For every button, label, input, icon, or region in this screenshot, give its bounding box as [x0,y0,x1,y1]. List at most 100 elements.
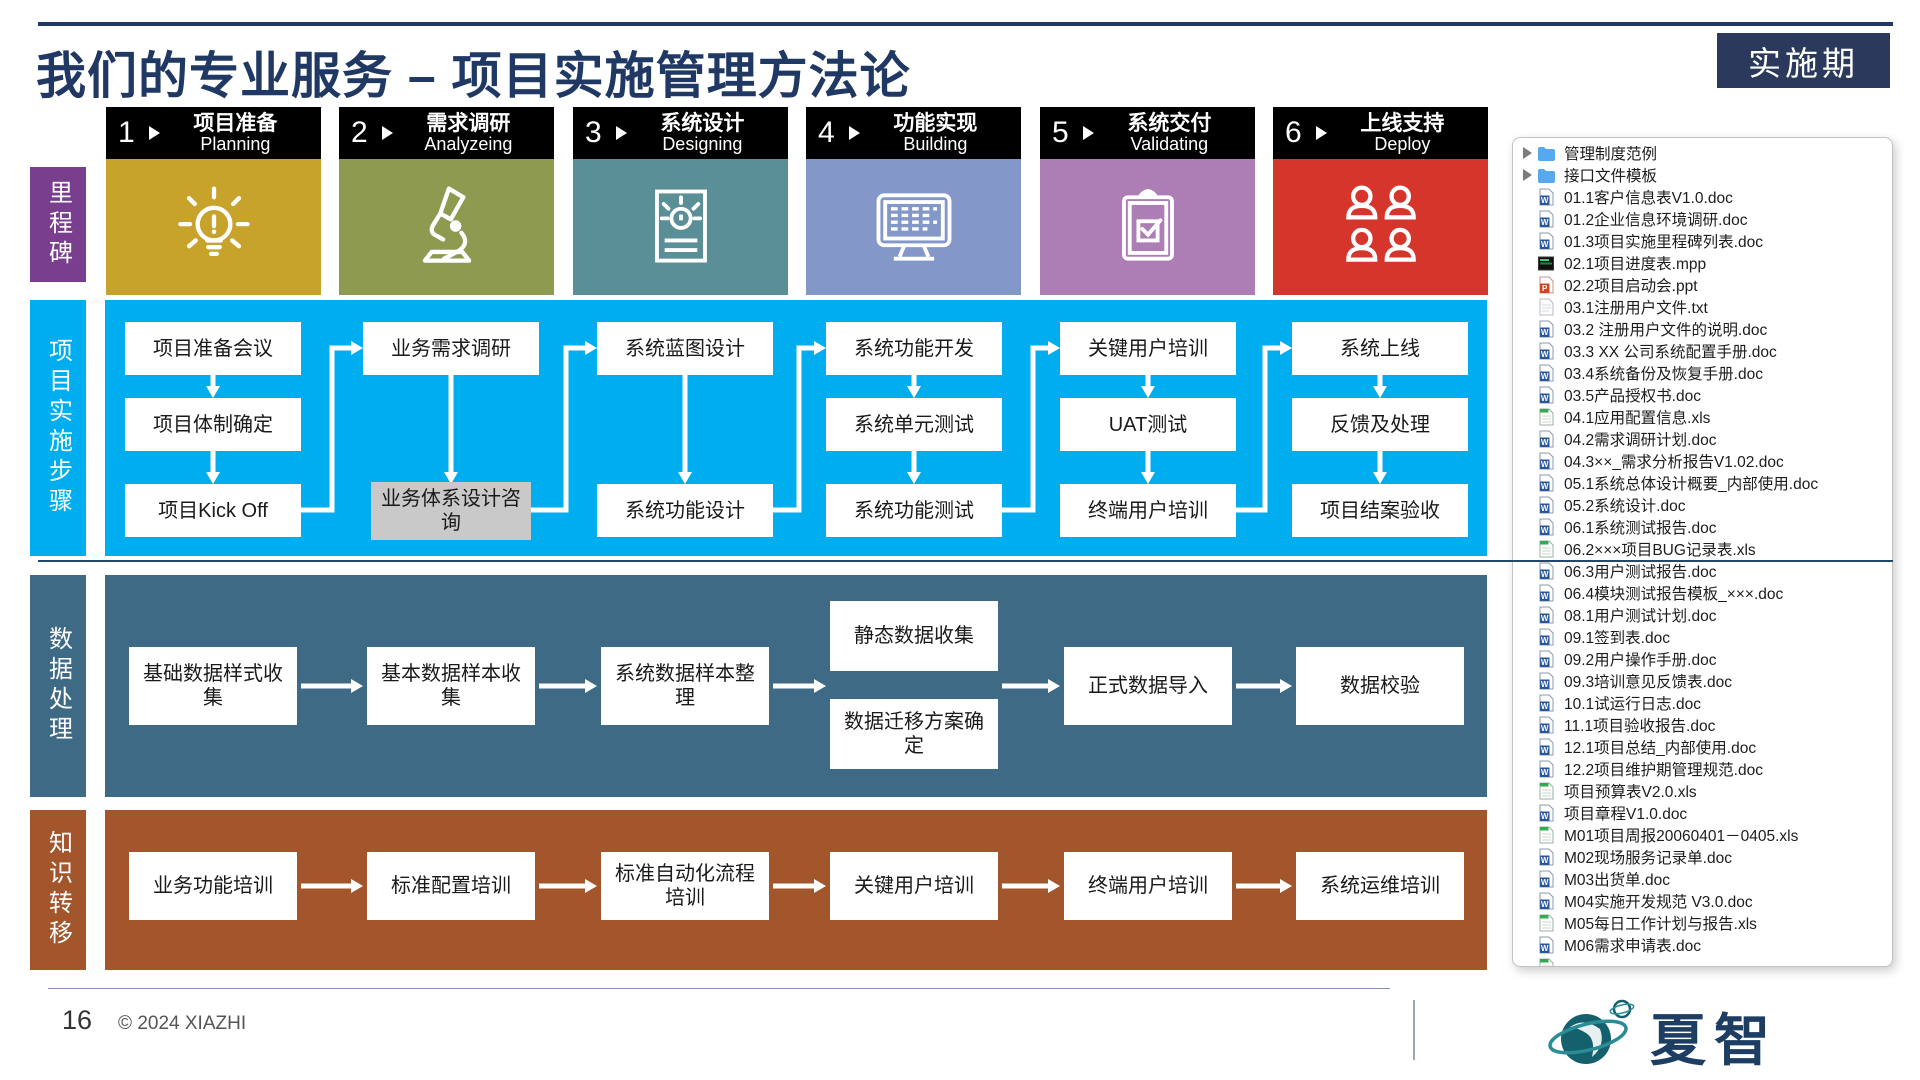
file-name: 09.2用户操作手册.doc [1564,652,1717,669]
play-triangle-icon [848,126,860,140]
flow-box: 系统蓝图设计 [597,322,773,375]
svg-text:W: W [1540,328,1548,337]
svg-text:W: W [1540,944,1548,953]
file-name: M02现场服务记录单.doc [1564,850,1732,867]
file-name: 05.1系统总体设计概要_内部使用.doc [1564,476,1819,493]
file-tree-item[interactable]: M05每日工作计划与报告.xls [1513,912,1892,934]
disclosure-triangle-icon[interactable] [1523,169,1537,181]
page-title: 我们的专业服务 – 项目实施管理方法论 [36,48,911,104]
doc-file-icon: W [1537,452,1555,470]
flow-box: 标准配置培训 [367,852,535,920]
flow-box: 项目准备会议 [125,322,301,375]
file-tree-item[interactable]: 06.2×××项目BUG记录表.xls [1513,538,1892,560]
phase-column: 1 项目准备 Planning [106,107,321,295]
flow-box: 系统运维培训 [1296,852,1464,920]
file-tree-item[interactable]: W 09.2用户操作手册.doc [1513,648,1892,670]
flow-box: 静态数据收集 [830,601,998,671]
file-name: 05.2系统设计.doc [1564,498,1686,515]
play-triangle-icon [615,126,627,140]
txt-file-icon [1537,298,1555,316]
file-tree-item[interactable]: 02.1项目进度表.mpp [1513,252,1892,274]
flow-box: 项目Kick Off [125,484,301,537]
file-name: 09.1签到表.doc [1564,630,1670,647]
file-name: M03出货单.doc [1564,872,1670,889]
flow-box: 关键用户培训 [1060,322,1236,375]
phase-column: 6 上线支持 Deploy [1273,107,1488,295]
logo-text: 夏智 [1650,1009,1778,1072]
svg-text:W: W [1540,658,1548,667]
doc-file-icon: W [1537,760,1555,778]
disclosure-triangle-icon[interactable] [1523,147,1537,159]
svg-text:W: W [1540,724,1548,733]
svg-text:W: W [1540,592,1548,601]
file-tree-item[interactable]: 04.1应用配置信息.xls [1513,406,1892,428]
flow-box: 业务需求调研 [363,322,539,375]
file-tree-item[interactable]: M01项目周报20060401－0405.xls [1513,824,1892,846]
file-tree-item[interactable]: W M03出货单.doc [1513,868,1892,890]
svg-text:W: W [1540,900,1548,909]
file-name: 06.3用户测试报告.doc [1564,564,1717,581]
file-name: 管理制度范例 [1564,146,1658,163]
doc-file-icon: W [1537,364,1555,382]
folder-file-icon [1537,146,1555,161]
svg-text:W: W [1540,218,1548,227]
svg-text:W: W [1540,702,1548,711]
doc-file-icon: W [1537,210,1555,228]
monitor-code-icon [876,193,951,261]
file-tree-item[interactable]: 03.1注册用户文件.txt [1513,296,1892,318]
phase-number: 3 [585,116,602,149]
flow-box: 项目体制确定 [125,398,301,451]
top-rule [38,22,1893,26]
phase-column: 2 需求调研 Analyzeing [339,107,554,295]
copyright: © 2024 XIAZHI [118,1013,247,1034]
flow-box: 系统单元测试 [826,398,1002,451]
file-tree-folder[interactable]: 接口文件模板 [1513,164,1892,186]
microscope-icon [422,186,471,263]
file-tree-item[interactable]: 项目预算表V2.0.xls [1513,780,1892,802]
file-tree-item[interactable]: W M02现场服务记录单.doc [1513,846,1892,868]
phase-number: 5 [1052,116,1069,149]
phase-icon-tile [1040,159,1255,295]
flow-box: 正式数据导入 [1064,647,1232,725]
xls-file-icon [1537,782,1555,800]
file-tree-folder[interactable]: 管理制度范例 [1513,142,1892,164]
flow-box: 标准自动化流程培训 [601,852,769,920]
file-name: 12.1项目总结_内部使用.doc [1564,740,1757,757]
row-label-milestone: 里程碑 [30,167,86,282]
phase-title-en: Analyzeing [424,133,513,154]
phase-header: 6 上线支持 Deploy [1273,107,1488,159]
svg-text:W: W [1540,878,1548,887]
svg-text:W: W [1540,856,1548,865]
flow-connectors [206,341,1387,513]
flow-box: 关键用户培训 [830,852,998,920]
file-tree-item[interactable] [1513,956,1892,966]
file-name: M01项目周报20060401－0405.xls [1564,828,1799,845]
file-name: M05每日工作计划与报告.xls [1564,916,1757,933]
